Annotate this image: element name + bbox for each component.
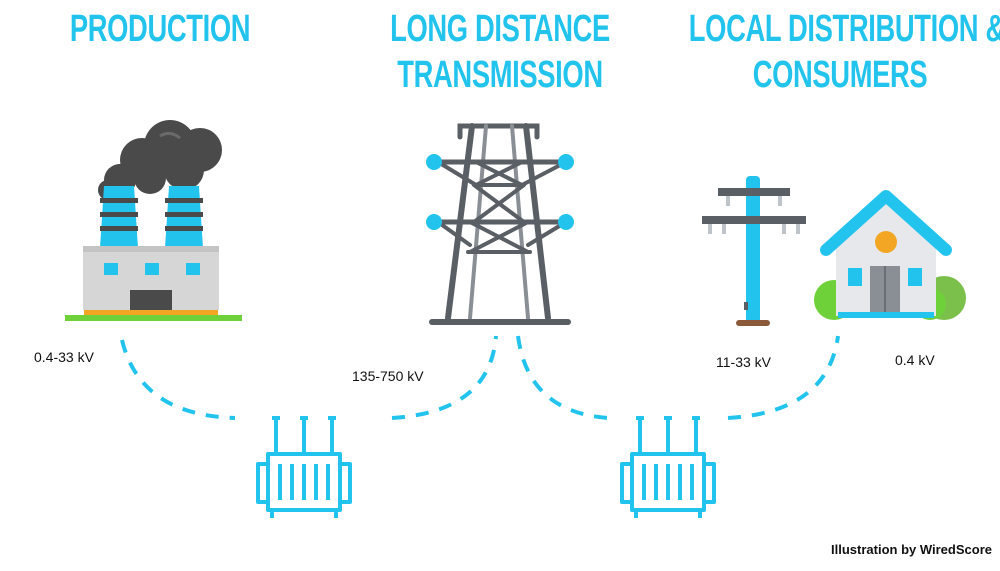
heading-production: PRODUCTION <box>69 8 251 50</box>
dashed-connectors <box>120 335 840 420</box>
heading-transmission: LONG DISTANCE TRANSMISSION <box>385 6 615 98</box>
voltage-label-consumer: 0.4 kV <box>895 352 935 368</box>
heading-local-line2: CONSUMERS <box>752 54 928 96</box>
house-round-window <box>875 231 897 253</box>
factory-icon <box>65 120 242 321</box>
heading-transmission-line1: LONG DISTANCE <box>390 8 610 50</box>
illustration-credit: Illustration by WiredScore <box>831 542 992 557</box>
insulator-nodes <box>426 154 574 230</box>
connector-factory-to-transformer <box>120 339 236 420</box>
transformer-icon <box>620 416 716 518</box>
chimney-right <box>165 186 203 248</box>
smoke-cloud <box>98 120 222 200</box>
house-icon <box>814 190 966 320</box>
utility-pole-icon <box>702 176 806 326</box>
house-roof <box>820 190 952 256</box>
connector-tower-to-transformer <box>516 335 609 420</box>
connector-transformer-to-tower <box>391 335 498 420</box>
heading-local-distribution: LOCAL DISTRIBUTION & CONSUMERS <box>688 6 1000 98</box>
transformer-icon <box>256 416 352 518</box>
chimney-left <box>100 186 138 248</box>
pole-shaft <box>746 176 760 324</box>
voltage-label-production: 0.4-33 kV <box>34 349 94 365</box>
heading-local-line1: LOCAL DISTRIBUTION & <box>688 8 1000 50</box>
grass-strip <box>65 315 242 321</box>
transmission-tower-icon <box>429 123 571 325</box>
voltage-label-distribution: 11-33 kV <box>716 354 771 370</box>
heading-transmission-line2: TRANSMISSION <box>397 54 603 96</box>
connector-transformer-to-house <box>727 335 840 420</box>
voltage-label-transmission: 135-750 kV <box>352 368 424 384</box>
